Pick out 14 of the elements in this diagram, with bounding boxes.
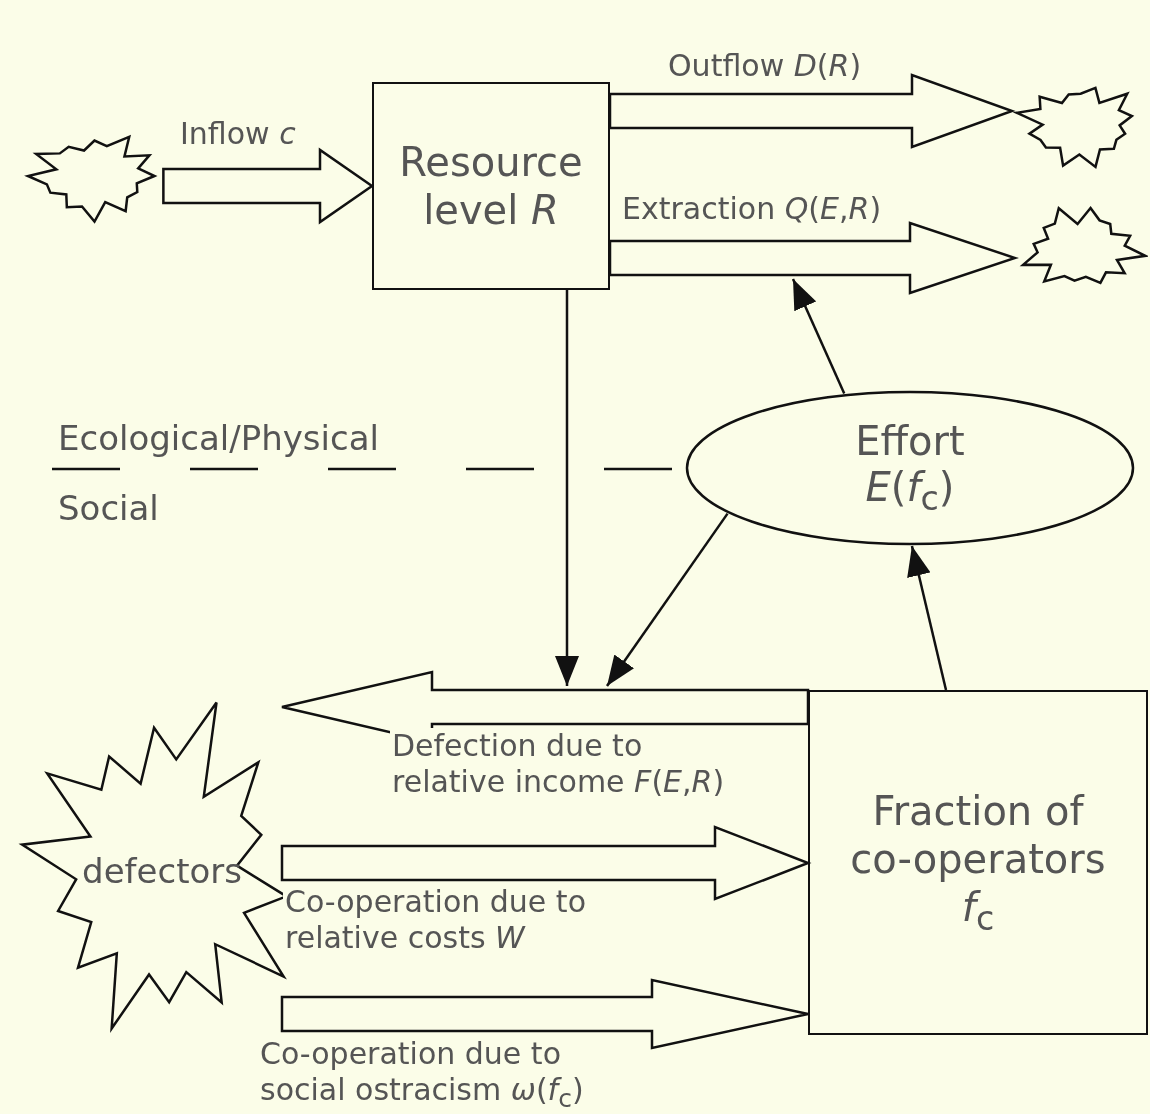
flow-arrow [280, 978, 810, 1050]
flow-arrow [608, 73, 1016, 149]
arrow [907, 545, 948, 691]
node-label: defectors [81, 852, 243, 892]
stock-box: Fraction of co-operators f$_{c}$ [808, 690, 1148, 1035]
stock-box: Resource level R [372, 82, 610, 290]
arrow [555, 290, 579, 686]
flow-arrow [608, 221, 1019, 295]
node-label: Effort E(f$_{c}$) [854, 417, 966, 519]
arrow [791, 278, 846, 394]
arrow [605, 512, 729, 687]
region-label: Social [58, 488, 159, 528]
region-label: Ecological/Physical [58, 418, 379, 458]
flow-arrow [162, 147, 375, 225]
